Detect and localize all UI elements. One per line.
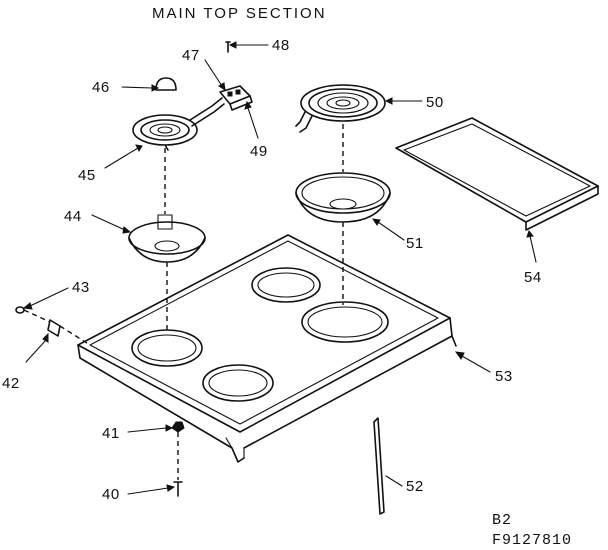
terminal-block [219, 85, 253, 111]
nut-41 [171, 421, 185, 433]
cap-46 [155, 77, 177, 91]
callout-43: 43 [72, 279, 90, 296]
screw-40 [173, 481, 183, 497]
screw-48 [225, 41, 231, 53]
bracket-42 [47, 319, 61, 337]
burner-openings [131, 267, 389, 402]
callout-48: 48 [272, 37, 290, 54]
callout-45: 45 [78, 167, 96, 184]
small-drip-pan [128, 214, 206, 263]
callout-46: 46 [92, 79, 110, 96]
small-surface-unit [132, 97, 225, 151]
callout-41: 41 [102, 425, 120, 442]
main-top-panel [77, 234, 457, 463]
trim-strip [373, 417, 385, 515]
callout-51: 51 [406, 235, 424, 252]
callout-47: 47 [182, 47, 200, 64]
large-drip-pan [295, 172, 391, 223]
callout-53: 53 [495, 368, 513, 385]
screw-43 [15, 306, 25, 314]
callout-54: 54 [524, 269, 542, 286]
callout-49: 49 [250, 143, 268, 160]
callout-40: 40 [102, 486, 120, 503]
callout-42: 42 [2, 375, 20, 392]
sheet-code: B2 [492, 512, 512, 529]
figure-number: F9127810 [492, 532, 572, 549]
large-surface-unit [295, 84, 386, 133]
callout-52: 52 [406, 478, 424, 495]
glass-tray [395, 117, 599, 231]
leader-lines [22, 41, 537, 495]
callout-50: 50 [426, 94, 444, 111]
callout-44: 44 [64, 208, 82, 225]
alignment-lines [23, 124, 344, 480]
diagram-title: MAIN TOP SECTION [152, 5, 327, 22]
